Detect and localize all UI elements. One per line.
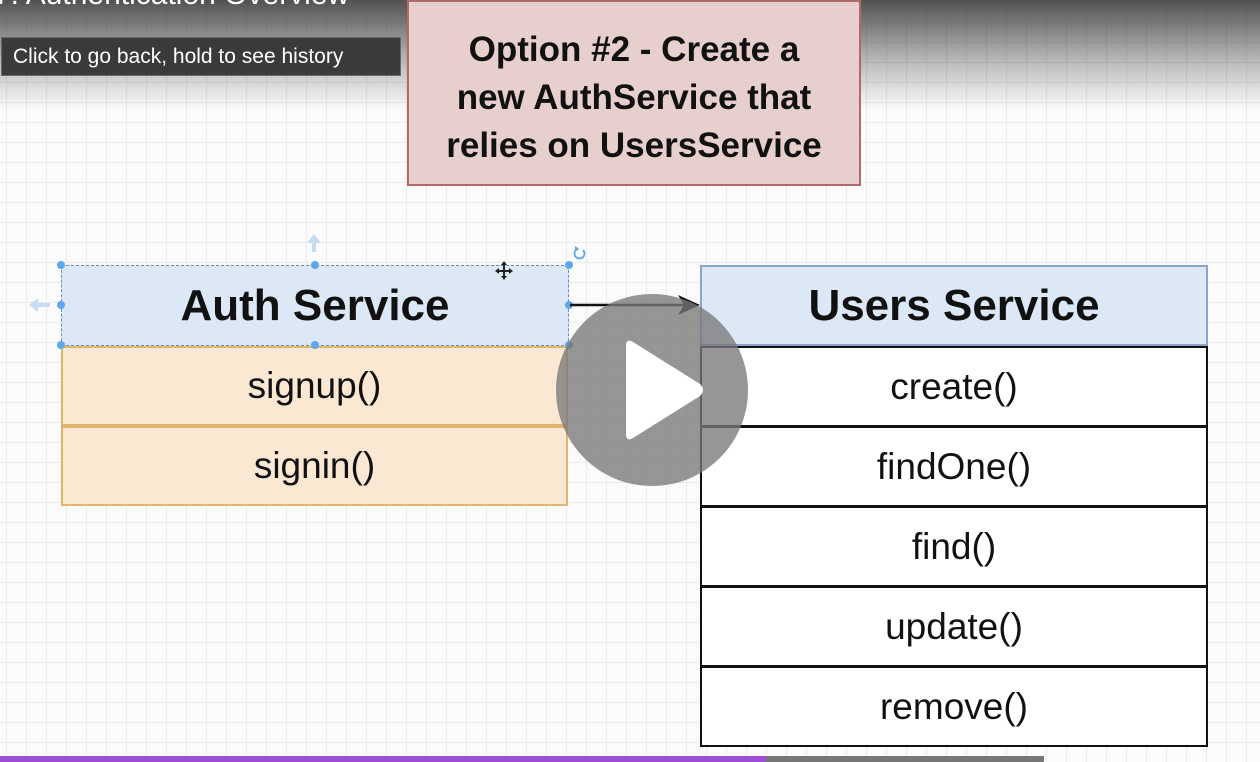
option-note-line: new AuthService that [456, 78, 812, 117]
selection-handle[interactable] [57, 261, 65, 269]
users-service-title: Users Service [808, 280, 1100, 330]
users-service-header[interactable]: Users Service [700, 265, 1208, 346]
option-note-box: Option #2 - Create a new AuthService tha… [407, 0, 861, 186]
video-title: 7. Authentication Overview [0, 0, 349, 12]
play-icon [626, 340, 703, 440]
selection-handle[interactable] [311, 341, 319, 349]
method-label: create() [890, 365, 1018, 407]
users-method-create[interactable]: create() [700, 346, 1208, 427]
move-cursor-icon [495, 261, 513, 280]
users-method-find[interactable]: find() [700, 506, 1208, 587]
selection-handle[interactable] [565, 261, 573, 269]
auth-method-signin[interactable]: signin() [61, 426, 568, 506]
method-label: update() [885, 605, 1023, 647]
users-method-remove[interactable]: remove() [700, 666, 1208, 747]
option-note-line: relies on UsersService [446, 126, 822, 165]
selection-handle[interactable] [57, 341, 65, 349]
method-label: find() [911, 525, 997, 567]
method-label: findOne() [876, 445, 1032, 487]
selection-handle[interactable] [57, 301, 65, 309]
arrow-up-icon[interactable] [307, 234, 321, 252]
auth-service-header[interactable]: Auth Service [61, 265, 569, 346]
selection-handle[interactable] [311, 261, 319, 269]
method-label: remove() [879, 685, 1029, 727]
method-label: signup() [247, 365, 382, 406]
option-note-line: Option #2 - Create a [468, 30, 800, 69]
back-history-tooltip: Click to go back, hold to see history [1, 37, 401, 76]
users-method-update[interactable]: update() [700, 586, 1208, 667]
video-progress-fill[interactable] [0, 756, 767, 762]
auth-method-signup[interactable]: signup() [61, 346, 568, 426]
method-label: signin() [253, 445, 376, 486]
arrow-left-icon[interactable] [29, 298, 50, 312]
rotate-handle-icon[interactable] [573, 246, 586, 260]
users-method-findone[interactable]: findOne() [700, 426, 1208, 507]
selection-handle[interactable] [565, 301, 573, 309]
auth-service-title: Auth Service [180, 280, 450, 330]
play-button[interactable] [556, 294, 748, 486]
